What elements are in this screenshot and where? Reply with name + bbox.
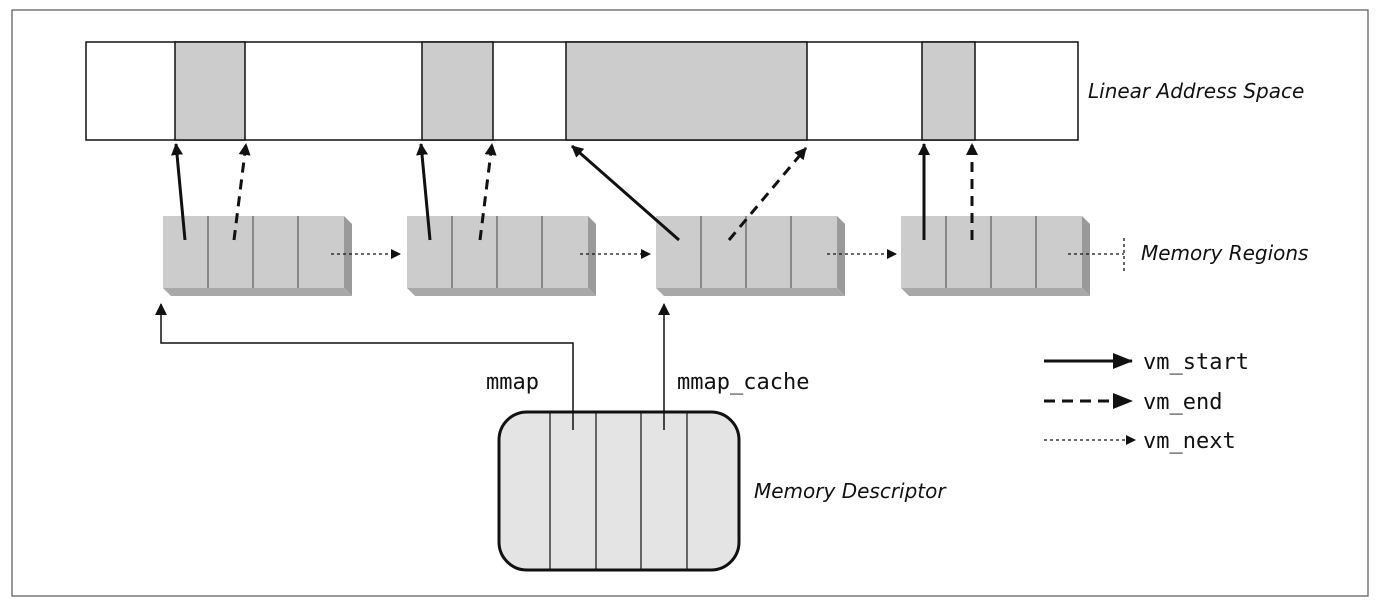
mmap-label: mmap xyxy=(486,370,539,395)
vm-start-arrows xyxy=(171,143,930,242)
address-interval-2 xyxy=(421,41,494,141)
diagram-frame xyxy=(11,9,1369,597)
linear-address-space-label: Linear Address Space xyxy=(1088,79,1304,103)
vm-end-arrows xyxy=(232,143,978,241)
legend-vm-end: vm_end xyxy=(1143,390,1222,415)
memory-regions-label: Memory Regions xyxy=(1141,241,1308,265)
memory-region-3 xyxy=(656,216,845,296)
mmap-pointer xyxy=(155,303,574,430)
memory-region-2 xyxy=(407,216,596,296)
memory-descriptor-box xyxy=(497,410,741,572)
legend: vm_start vm_end vm_next xyxy=(1044,350,1249,454)
linear-address-space-bar xyxy=(85,41,1079,141)
memory-region-1 xyxy=(163,216,352,296)
memory-region-4 xyxy=(901,216,1090,296)
legend-vm-start: vm_start xyxy=(1143,350,1249,375)
address-interval-3 xyxy=(565,41,808,141)
mmap-cache-label: mmap_cache xyxy=(677,370,809,395)
legend-vm-next: vm_next xyxy=(1143,429,1236,454)
address-interval-1 xyxy=(174,41,246,141)
address-interval-4 xyxy=(921,41,976,141)
memory-descriptor-label: Memory Descriptor xyxy=(754,479,947,503)
